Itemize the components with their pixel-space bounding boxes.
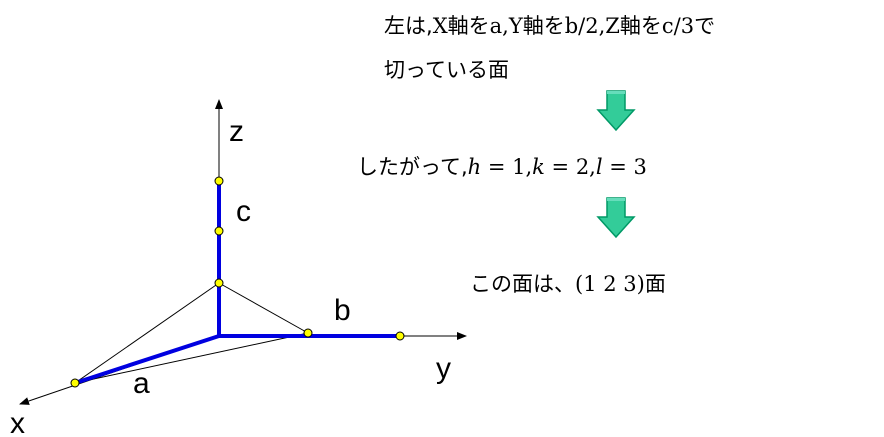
line1-part-9: で — [694, 14, 716, 38]
line1-part-3: 軸を — [447, 14, 490, 38]
line1-part-6: b/2,Z — [564, 14, 620, 38]
line1-part-7: 軸を — [619, 14, 662, 38]
line1-part-8: c/3 — [661, 14, 695, 38]
segment-c-label: c — [236, 195, 251, 228]
y-axis-label: y — [436, 352, 451, 385]
point-z-third — [214, 278, 224, 288]
point-x-a — [70, 378, 80, 388]
line1-part-2: X — [432, 14, 448, 38]
point-y-b — [395, 331, 405, 341]
index-k: k — [532, 155, 545, 179]
line3-prefix: したがって, — [357, 155, 468, 179]
plane-indices: (1 2 3) — [575, 272, 645, 296]
line4-part-3: 面 — [644, 272, 666, 296]
down-arrow-icon — [596, 90, 636, 132]
point-z-half — [214, 226, 224, 236]
plane-edge-xz — [74, 282, 220, 384]
index-l-value: = 3 — [602, 155, 647, 179]
segment-a-line — [74, 334, 220, 385]
segment-a-label: a — [133, 367, 150, 400]
explanation-line-1: 左は,X軸をa,Y軸をb/2,Z軸をc/3で — [384, 14, 715, 39]
line1-part-5: 軸を — [522, 14, 565, 38]
point-y-half — [303, 328, 313, 338]
plane-edge-yz — [218, 282, 309, 334]
index-l: l — [595, 155, 603, 179]
line1-part-4: a,Y — [489, 14, 523, 38]
down-arrow-icon — [596, 197, 636, 239]
plane-result-line: この面は、(1 2 3)面 — [470, 272, 666, 297]
index-h-value: = 1, — [481, 155, 533, 179]
plane-edge-xy — [74, 332, 309, 384]
x-axis-label: x — [10, 407, 25, 437]
segment-b-label: b — [334, 294, 351, 327]
line4-part-1: この面は、 — [470, 272, 575, 296]
explanation-line-2: 切っている面 — [384, 58, 509, 82]
index-h: h — [467, 155, 482, 179]
z-axis-label: z — [229, 115, 244, 148]
line1-part-1: 左は, — [384, 14, 433, 38]
miller-indices-line: したがって,h = 1,k = 2,l = 3 — [357, 155, 647, 180]
point-z-c — [214, 176, 224, 186]
index-k-value: = 2, — [544, 155, 596, 179]
